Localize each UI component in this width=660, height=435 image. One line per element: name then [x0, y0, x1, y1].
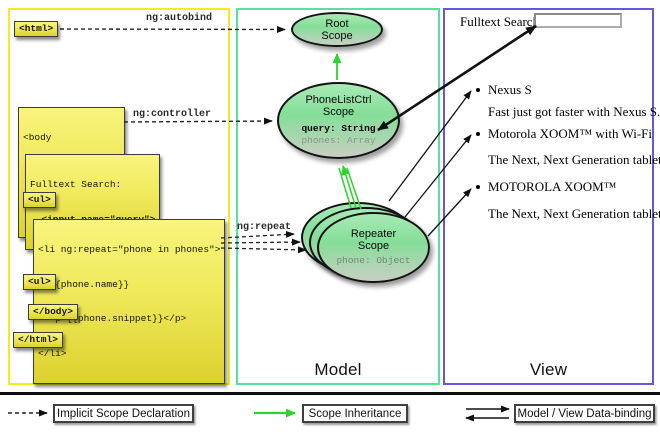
ng-controller-label: ng:controller — [133, 109, 212, 120]
body-close-tag-box: </body> — [28, 304, 78, 320]
legend-scope-inheritance: Scope Inheritance — [302, 404, 408, 423]
bullet-icon — [476, 132, 480, 136]
ng-repeat-label: ng:repeat — [237, 222, 292, 233]
scope-property: phone: Object — [336, 255, 411, 266]
html-close-tag-box: </html> — [13, 332, 63, 348]
view-panel-label: View — [529, 360, 568, 379]
ul-close-tag-box: <ul> — [23, 274, 56, 290]
code-line: {{phone.name}} — [38, 278, 130, 290]
model-panel-label: Model — [314, 360, 362, 379]
phone-item-name: Nexus S — [488, 82, 532, 97]
scope-title: Scope — [321, 29, 353, 42]
phone-item-desc: The Next, Next Generation tablet. — [488, 206, 660, 221]
phonelistctrl-scope-ellipse: PhoneListCtrl Scope query: String phones… — [277, 82, 400, 159]
root-scope-ellipse: Root Scope — [291, 12, 383, 47]
fulltext-search-input[interactable] — [534, 13, 622, 28]
phone-item-desc: Fast just got faster with Nexus S. — [488, 104, 660, 119]
scope-title: Scope — [357, 240, 390, 252]
code-line: </li> — [38, 347, 67, 359]
phone-item-name: Motorola XOOM™ with Wi-Fi — [488, 126, 653, 141]
li-repeat-code-box: <li ng:repeat="phone in phones"> {{phone… — [33, 219, 226, 384]
scope-title: PhoneListCtrl — [305, 94, 372, 106]
repeater-scope-ellipse: Repeater Scope phone: Object — [317, 212, 430, 283]
scope-title: Root — [325, 17, 349, 30]
bullet-icon — [476, 185, 480, 189]
scope-title: Scope — [322, 106, 355, 118]
legend-model-view-data-binding: Model / View Data-binding — [514, 404, 655, 423]
html-open-tag-box: <html> — [14, 21, 59, 37]
view-search-label: Fulltext Search: — [460, 14, 543, 29]
legend-implicit-scope-declaration: Implicit Scope Declaration — [53, 404, 194, 423]
ul-open-tag-box: <ul> — [23, 192, 56, 208]
phone-item-name: MOTOROLA XOOM™ — [488, 179, 617, 194]
bullet-icon — [476, 88, 480, 92]
scope-title: Repeater — [350, 228, 397, 240]
view-panel: View — [443, 8, 654, 385]
phone-item-desc: The Next, Next Generation tablet. — [488, 152, 660, 167]
code-line: Fulltext Search: — [30, 179, 122, 190]
scope-property: query: String — [301, 123, 376, 134]
ng-autobind-label: ng:autobind — [146, 13, 213, 24]
scope-property: phones: Array — [301, 135, 376, 146]
code-line: <body — [23, 132, 52, 143]
legend-divider — [0, 392, 660, 395]
code-line: <li ng:repeat="phone in phones"> — [38, 244, 221, 255]
scope-properties: query: String phones: Array — [301, 123, 375, 147]
scope-properties: phone: Object — [336, 255, 410, 267]
model-panel: Model — [236, 8, 440, 385]
code-line: <p>{{phone.snippet}}</p> — [38, 313, 187, 324]
